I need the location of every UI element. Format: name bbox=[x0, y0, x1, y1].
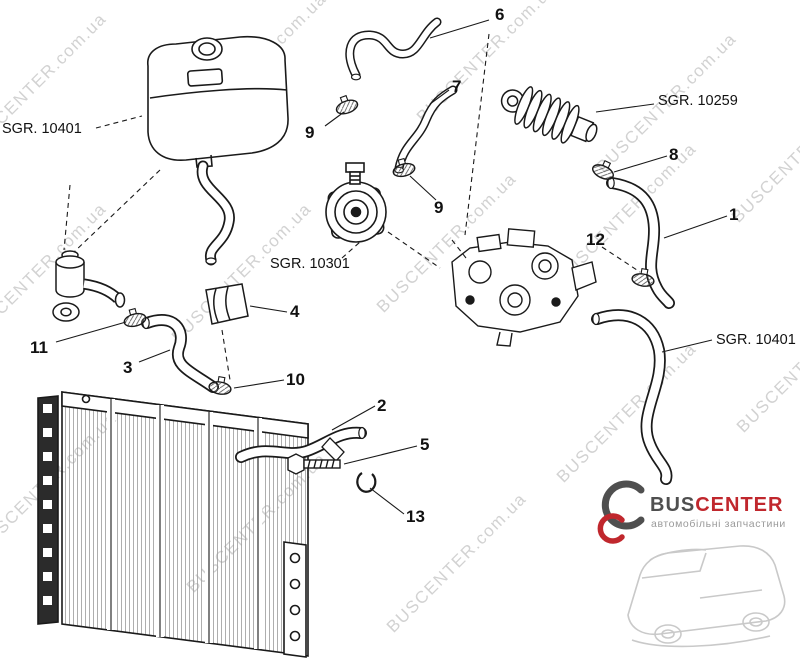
callout-9b: 9 bbox=[434, 198, 443, 217]
oil-cooler bbox=[325, 162, 387, 243]
callout-6: 6 bbox=[495, 5, 504, 24]
hose-6 bbox=[345, 17, 442, 81]
water-outlet bbox=[52, 250, 126, 322]
hose-2 bbox=[235, 426, 367, 463]
part-label-heat-exchanger: SGR. 10259 bbox=[658, 93, 738, 109]
logo-wordmark: BUSCENTER bbox=[650, 494, 783, 516]
radiator-bracket bbox=[283, 541, 307, 658]
callout-12: 12 bbox=[586, 230, 605, 249]
logo-tagline: автомобільні запчастини bbox=[651, 518, 786, 530]
radiator bbox=[37, 391, 309, 658]
filler-cap bbox=[191, 37, 223, 61]
van-sketch bbox=[627, 545, 786, 648]
hose-clamp-10 bbox=[208, 376, 232, 395]
sleeve-part-4 bbox=[205, 283, 249, 325]
hose-3 bbox=[141, 314, 219, 393]
oil-cooler-bolt bbox=[345, 162, 365, 185]
callout-5: 5 bbox=[420, 435, 429, 454]
callout-1: 1 bbox=[729, 205, 738, 224]
leader-lines bbox=[55, 19, 728, 515]
hose-clamp-12 bbox=[631, 268, 655, 287]
bolt-part-5 bbox=[287, 453, 341, 475]
callout-2: 2 bbox=[377, 396, 386, 415]
callout-4: 4 bbox=[290, 302, 300, 321]
callout-9a: 9 bbox=[305, 123, 314, 142]
ring-part-13 bbox=[356, 472, 377, 493]
callout-13: 13 bbox=[406, 507, 425, 526]
hose-clamp-9b bbox=[392, 157, 416, 178]
expansion-tank bbox=[147, 35, 289, 168]
callout-8: 8 bbox=[669, 145, 678, 164]
callout-3: 3 bbox=[123, 358, 132, 377]
hose-clamp-9a bbox=[335, 94, 359, 115]
callout-7: 7 bbox=[452, 77, 461, 96]
part-label-expansion-hose: SGR. 10401 bbox=[2, 121, 82, 137]
heat-exchanger bbox=[500, 86, 598, 144]
logo-mark-red-c bbox=[597, 513, 625, 544]
logo-mark-dark-c bbox=[601, 480, 645, 530]
thermostat-housing-assembly bbox=[451, 228, 597, 347]
outlet-hose-sgr10401 bbox=[591, 309, 673, 485]
hose-clamp-8 bbox=[592, 160, 614, 180]
tank-hose bbox=[196, 160, 235, 266]
dashed-lines bbox=[63, 33, 641, 381]
part-label-oil-cooler: SGR. 10301 bbox=[270, 256, 350, 272]
callout-11: 11 bbox=[30, 338, 48, 357]
callout-10: 10 bbox=[286, 370, 305, 389]
logo: BUSCENTER автомобільні запчастини bbox=[597, 480, 786, 544]
part-label-outlet-hose: SGR. 10401 bbox=[716, 332, 796, 348]
